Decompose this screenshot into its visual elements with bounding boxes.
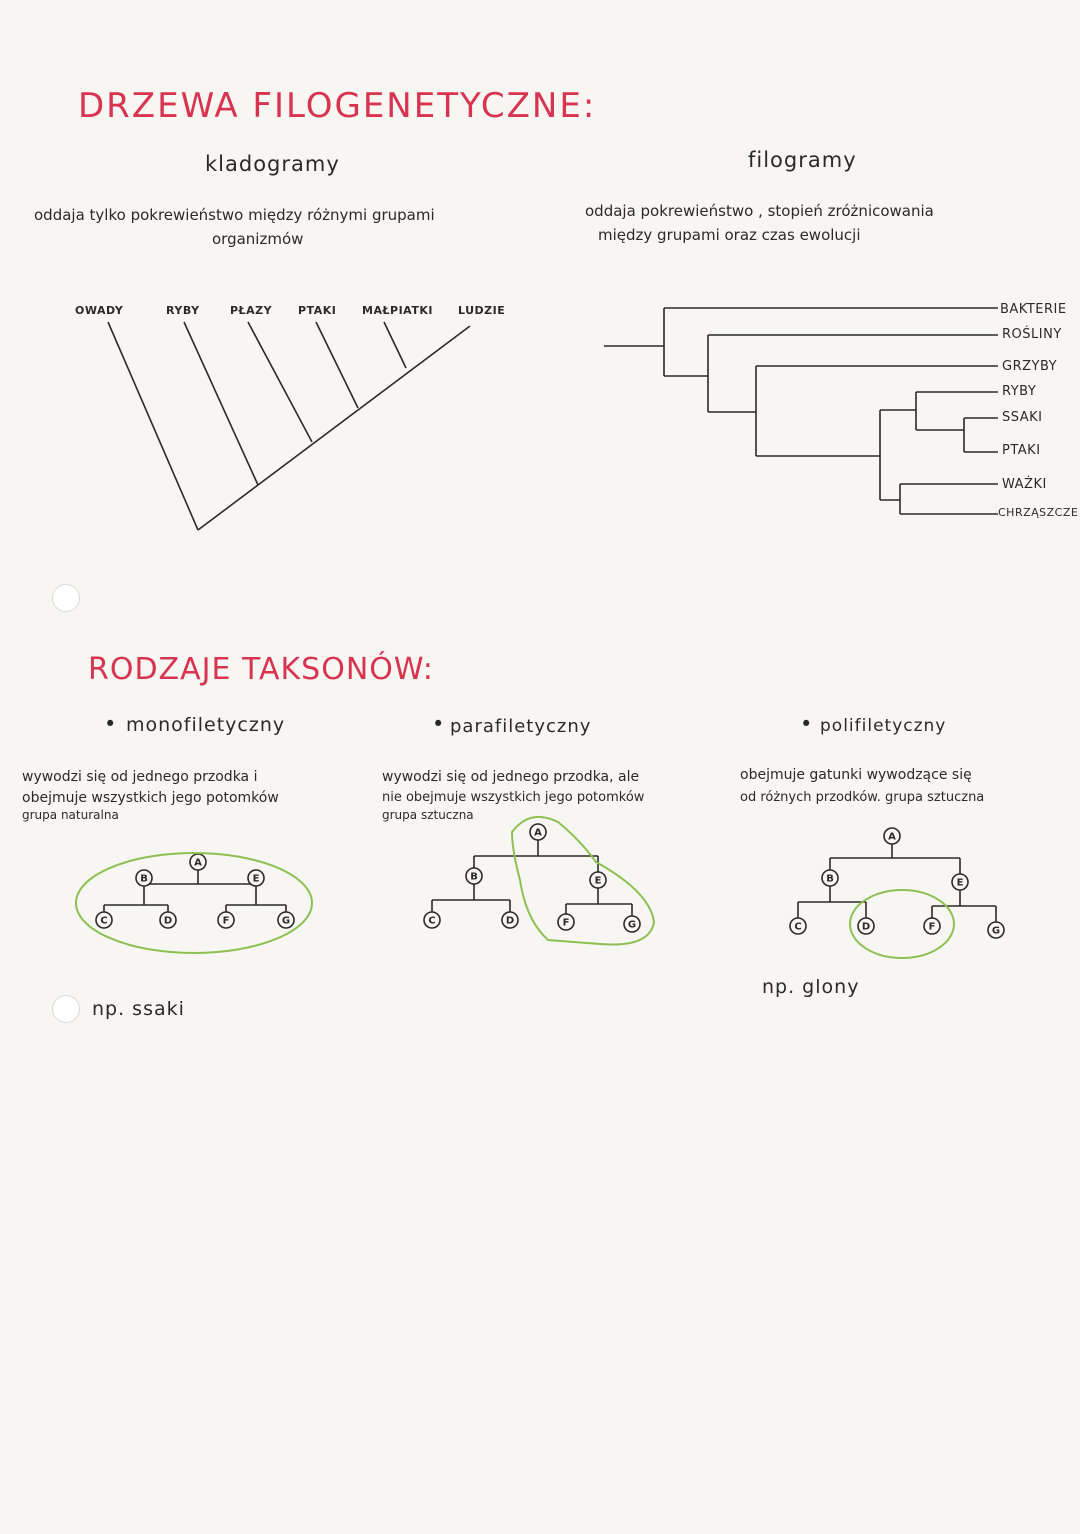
mono-node-label: F [223,916,230,927]
punch-hole-top [52,584,80,612]
mono-node-e [247,869,265,887]
kladogramy-heading: kladogramy [205,152,340,176]
phylo-label-grzyby: GRZYBY [1002,359,1058,374]
poli-bullet: • [800,712,814,736]
phylo-label-ryby: RYBY [1002,384,1037,399]
para-desc-line3: grupa sztuczna [382,808,474,822]
mono-node-label: A [194,858,202,869]
poli-node-a [883,827,901,845]
poli-node-label: A [888,832,896,843]
mono-node-label: C [100,916,107,927]
kladogramy-desc-line2: organizmów [212,230,304,248]
poli-node-g [987,921,1005,939]
para-bullet: • [432,712,446,736]
phylo-label-chrzaszcze: CHRZĄSZCZE [998,506,1079,519]
mono-node-label: E [253,874,260,885]
poli-group-loop [849,889,955,959]
taxa-trees: A B C D E F G A B C D E F G A B C D E F G [75,815,1005,959]
poli-node-d [857,917,875,935]
para-node-label: D [506,916,514,927]
poli-node-label: E [957,878,964,889]
poli-desc-line2: od różnych przodków. grupa sztuczna [740,790,985,805]
mono-node-g [277,911,295,929]
para-node-c [423,911,441,929]
mono-node-label: D [164,916,172,927]
para-node-label: C [428,916,435,927]
mono-desc-line3: grupa naturalna [22,808,119,822]
poli-node-f [923,917,941,935]
punch-hole-bottom [52,995,80,1023]
mono-heading: monofiletyczny [126,714,286,736]
poli-desc-line1: obejmuje gatunki wywodzące się [740,767,972,783]
para-node-e [589,871,607,889]
para-node-a [529,823,547,841]
poli-node-label: G [992,926,1000,937]
cladogram [107,321,471,531]
para-node-b [465,867,483,885]
para-node-label: B [470,872,478,883]
poli-node-label: D [862,922,870,933]
poli-heading: polifiletyczny [820,716,947,736]
filogramy-heading: filogramy [748,148,857,172]
poli-node-label: B [826,874,834,885]
mono-node-f [217,911,235,929]
phylo-label-rosliny: ROŚLINY [1002,327,1062,342]
para-heading: parafiletyczny [450,716,592,737]
poli-node-b [821,869,839,887]
filogramy-desc-line1: oddaja pokrewieństwo , stopień zróżnicow… [585,202,934,220]
para-desc-line2: nie obejmuje wszystkich jego potomków [382,790,645,805]
mono-bullet: • [104,712,118,736]
page-title: DRZEWA FILOGENETYCZNE: [78,86,597,126]
poli-node-label: C [794,922,801,933]
phylo-label-wazki: WAŻKI [1002,477,1047,492]
phylo-label-ptaki: PTAKI [1002,443,1041,458]
clado-label-owady: OWADY [75,304,124,317]
phylo-label-ssaki: SSAKI [1002,410,1043,425]
clado-label-malpiatki: MAŁPIATKI [362,304,433,317]
para-desc-line1: wywodzi się od jednego przodka, ale [382,769,640,785]
phylogram [604,307,998,515]
clado-label-ptaki: PTAKI [298,304,337,317]
para-node-label: F [563,918,570,929]
phylo-label-bakterie: BAKTERIE [1000,302,1067,317]
poli-example: np. glony [762,976,860,998]
para-node-d [501,911,519,929]
mono-group-loop [75,852,313,954]
para-node-f [557,913,575,931]
poli-node-c [789,917,807,935]
filogramy-desc-line2: między grupami oraz czas ewolucji [598,226,861,244]
mono-example: np. ssaki [92,998,185,1020]
mono-node-label: G [282,916,290,927]
para-node-g [623,915,641,933]
clado-label-plazy: PŁAZY [230,304,273,317]
kladogramy-desc-line1: oddaja tylko pokrewieństwo między różnym… [34,206,435,224]
poli-node-label: F [929,922,936,933]
mono-desc-line2: obejmuje wszystkich jego potomków [22,790,279,806]
clado-label-ludzie: LUDZIE [458,304,506,317]
mono-node-label: B [140,874,148,885]
clado-label-ryby: RYBY [166,304,200,317]
mono-node-d [159,911,177,929]
para-node-label: A [534,828,542,839]
para-node-label: E [595,876,602,887]
mono-desc-line1: wywodzi się od jednego przodka i [22,769,258,785]
taxa-title: RODZAJE TAKSONÓW: [88,652,434,687]
para-node-label: G [628,920,636,931]
mono-node-c [95,911,113,929]
para-group-loop [510,815,656,946]
mono-node-b [135,869,153,887]
poli-node-e [951,873,969,891]
